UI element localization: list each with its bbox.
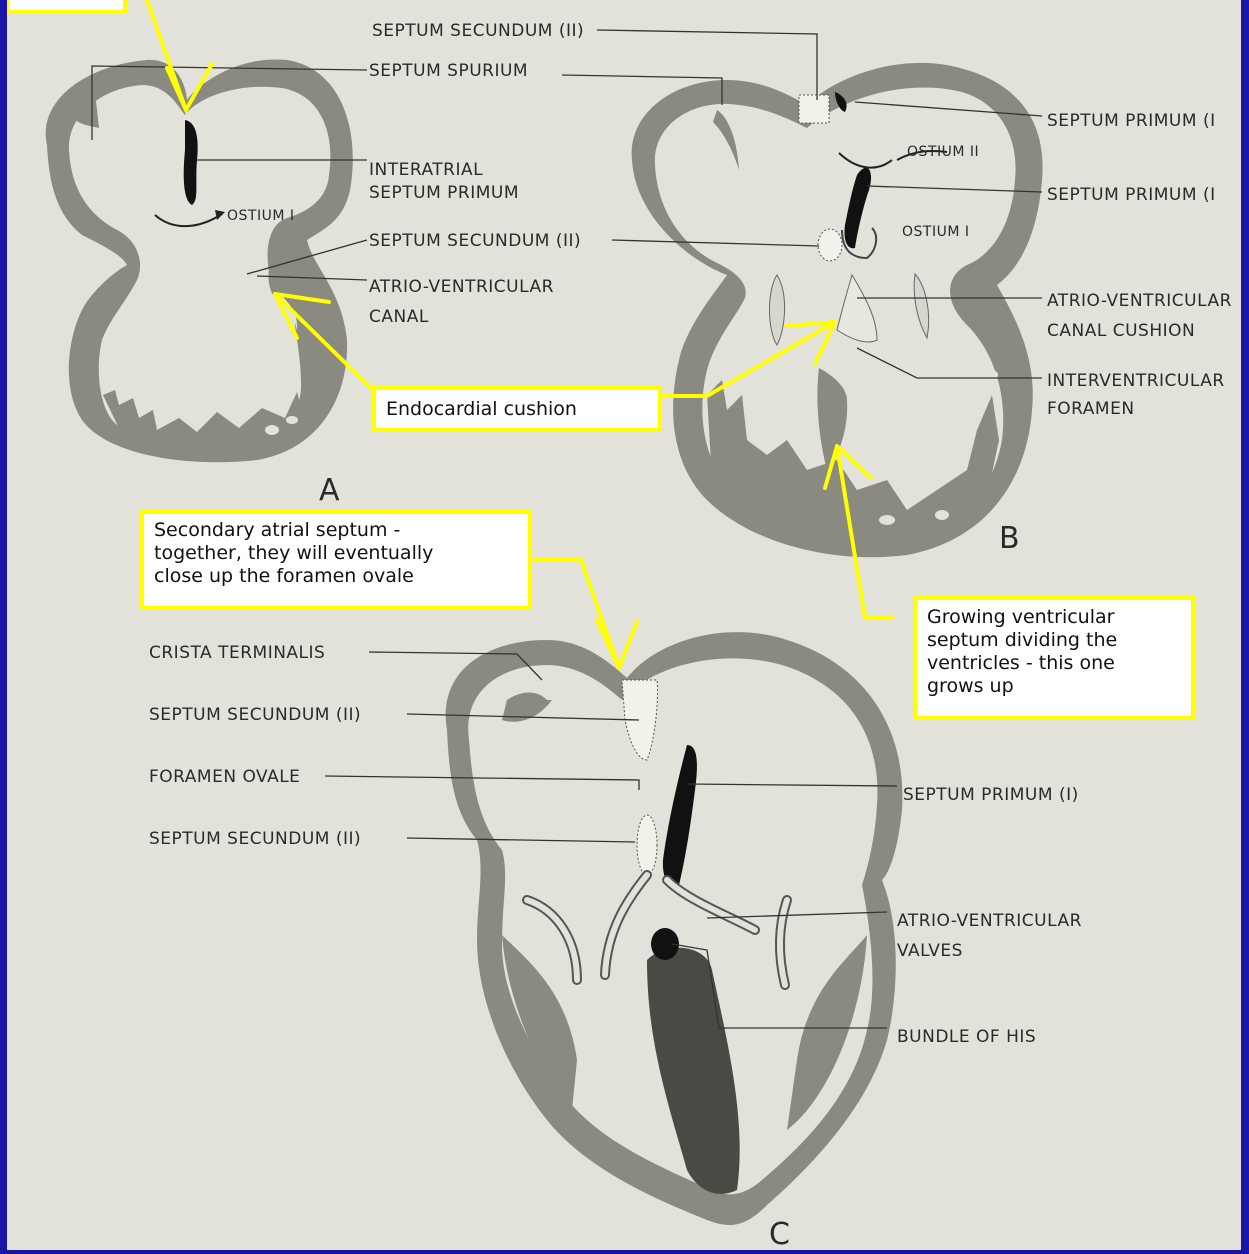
label-ostium-i-a: OSTIUM I [227,208,295,224]
panel-label-b: B [999,521,1020,556]
callout-growing-ventricular-septum: Growing ventricular septum dividing the … [913,596,1195,720]
panel-label-a: A [319,473,340,508]
callout-growing-line-2: septum dividing the [927,629,1181,652]
label-interatrial-primum: SEPTUM PRIMUM [369,183,519,203]
label-av-valves-2: VALVES [897,941,963,961]
label-ostium-ii: OSTIUM II [907,144,979,160]
label-bundle-of-his: BUNDLE OF HIS [897,1027,1036,1047]
label-iv-foramen: INTERVENTRICULAR [1047,371,1225,391]
label-av-cushion-2: CANAL CUSHION [1047,321,1195,341]
label-iv-foramen-2: FORAMEN [1047,399,1135,419]
callout-growing-line-4: grows up [927,675,1181,698]
label-crista-terminalis: CRISTA TERMINALIS [149,643,325,663]
cut-off-callout-box [7,0,125,12]
label-interatrial: INTERATRIAL [369,160,483,180]
callout-growing-line-1: Growing ventricular [927,606,1181,629]
label-septum-secundum-c-lower: SEPTUM SECUNDUM (II) [149,829,361,849]
callout-secondary-atrial-septum: Secondary atrial septum - together, they… [140,510,532,610]
diagram-slide: SEPTUM SPURIUM INTERATRIAL SEPTUM PRIMUM… [7,0,1241,1250]
label-septum-spurium: SEPTUM SPURIUM [369,61,528,81]
panel-c-heart [446,632,903,1225]
label-septum-primum-c: SEPTUM PRIMUM (I) [903,785,1079,805]
callout-secondary-line-2: together, they will eventually [154,542,518,565]
label-septum-secundum-a: SEPTUM SECUNDUM (II) [369,231,581,251]
label-ostium-i-b: OSTIUM I [902,224,970,240]
label-septum-primum-b-mid: SEPTUM PRIMUM (I [1047,185,1216,205]
label-av-cushion: ATRIO-VENTRICULAR [1047,291,1232,311]
panel-label-c: C [769,1217,790,1250]
label-septum-secundum-c-upper: SEPTUM SECUNDUM (II) [149,705,361,725]
label-foramen-ovale: FORAMEN OVALE [149,767,300,787]
callout-endocardial-cushion: Endocardial cushion [372,386,662,432]
callout-secondary-line-1: Secondary atrial septum - [154,519,518,542]
label-av-canal: ATRIO-VENTRICULAR [369,277,554,297]
panel-b-heart [632,63,1043,557]
label-septum-primum-b-top: SEPTUM PRIMUM (I [1047,111,1216,131]
callout-growing-line-3: ventricles - this one [927,652,1181,675]
label-septum-secundum-b: SEPTUM SECUNDUM (II) [372,21,584,41]
label-av-valves: ATRIO-VENTRICULAR [897,911,1082,931]
callout-endocardial-text: Endocardial cushion [386,398,577,420]
label-av-canal-2: CANAL [369,307,429,327]
callout-secondary-line-3: close up the foramen ovale [154,565,518,588]
